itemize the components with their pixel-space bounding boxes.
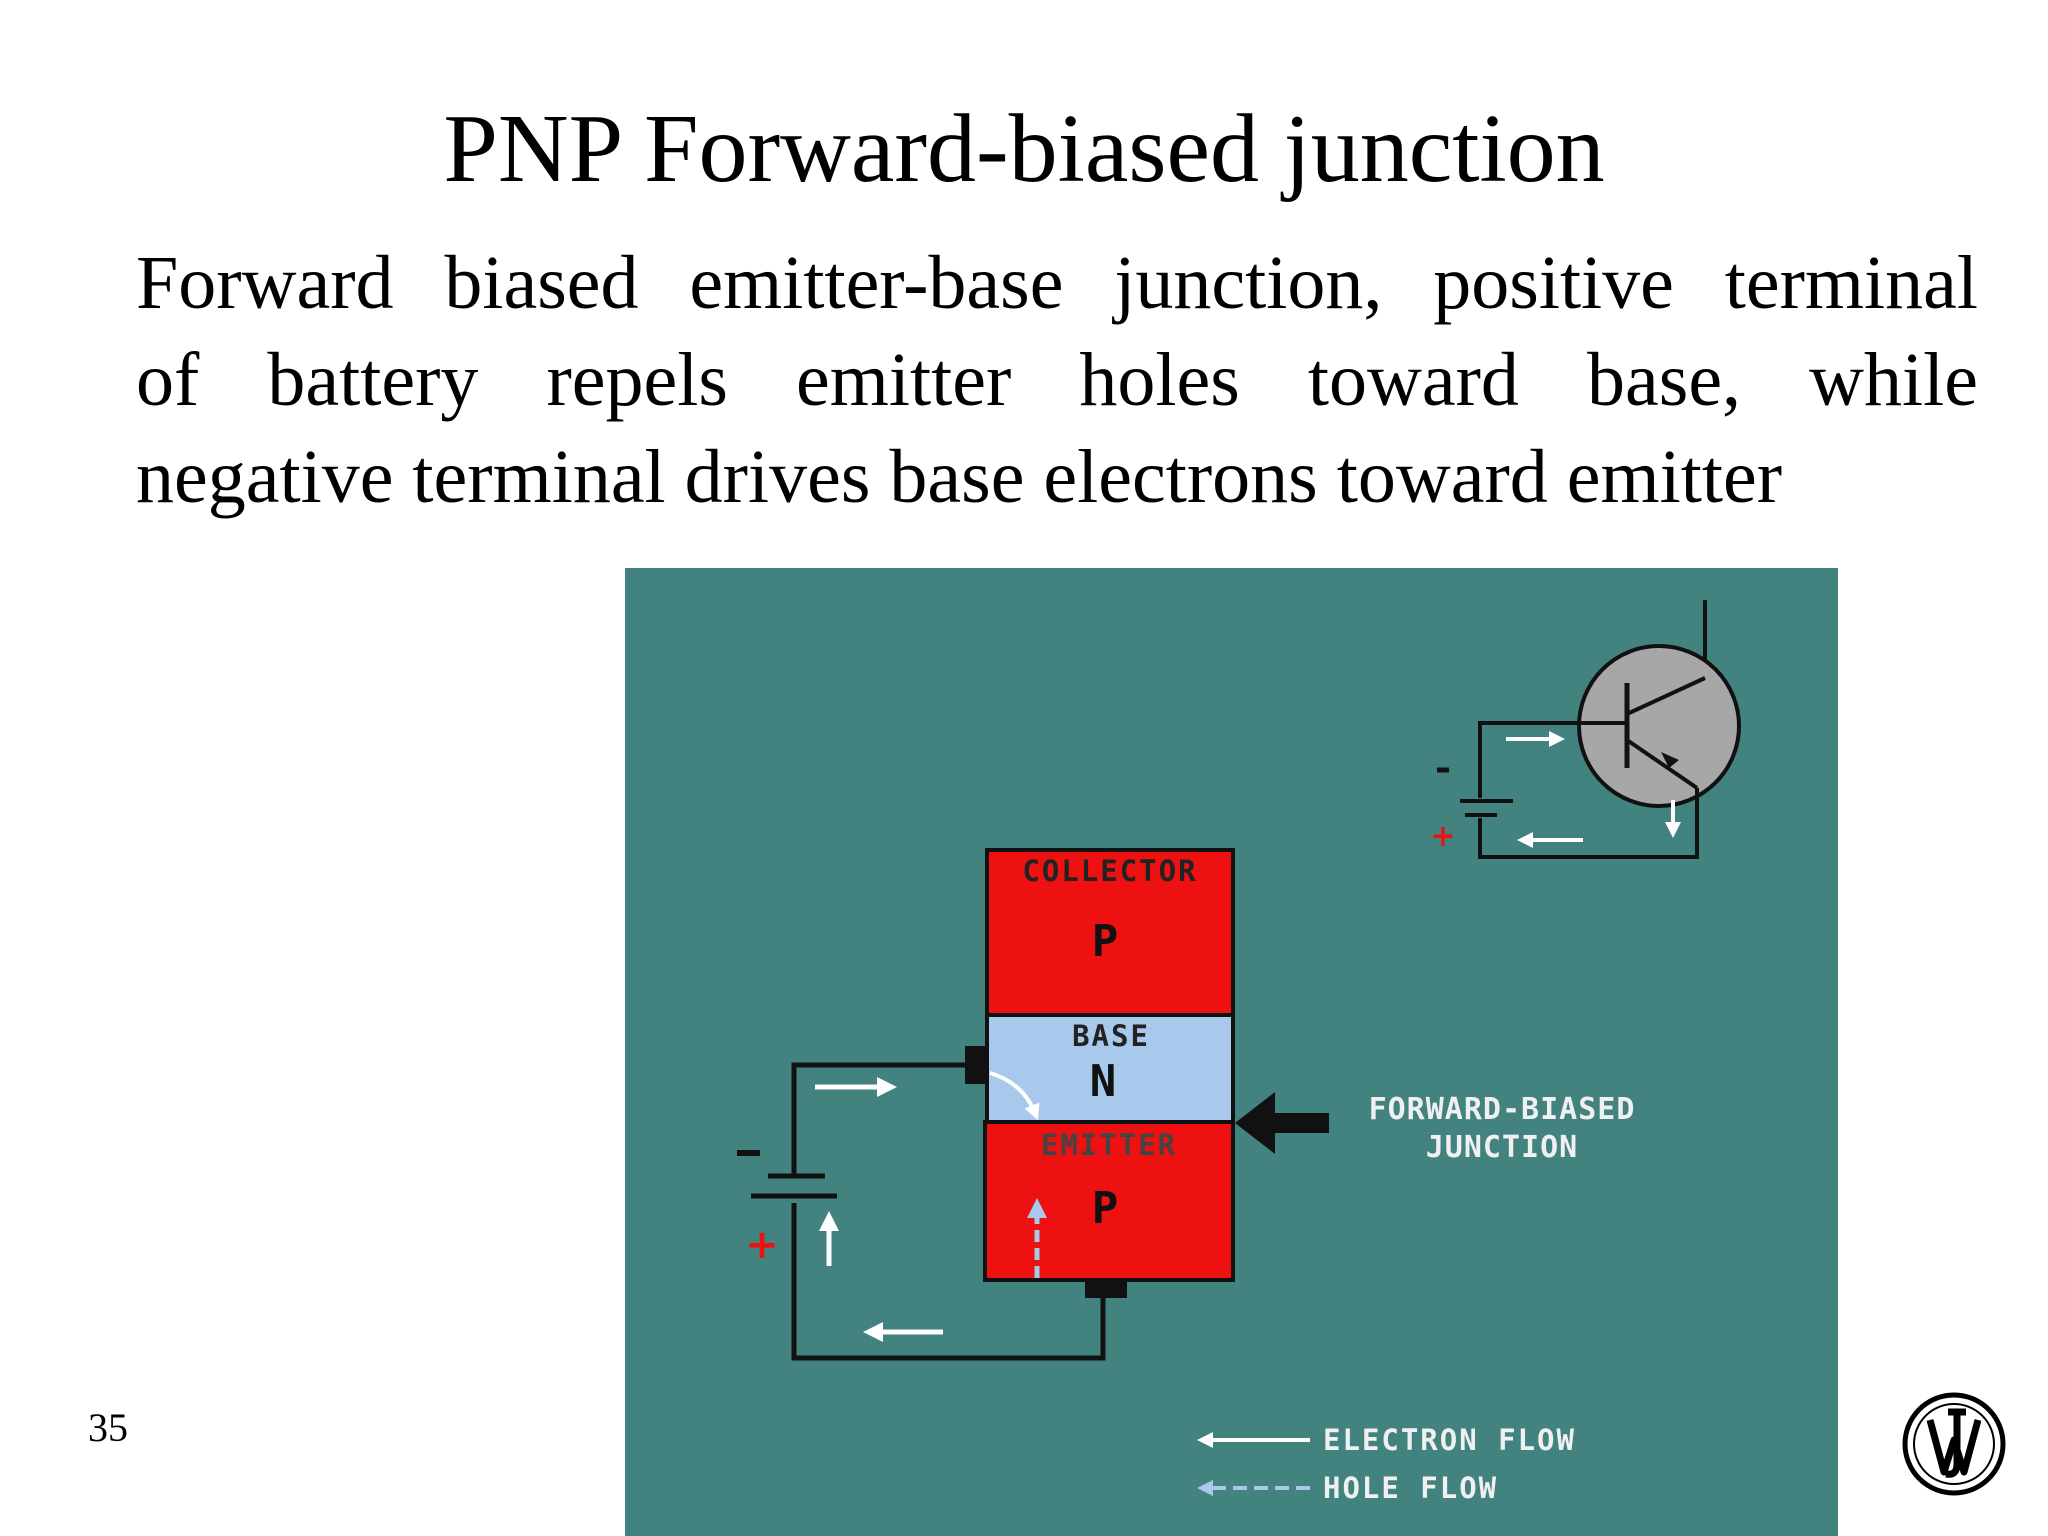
base-wire xyxy=(791,1062,965,1176)
transistor-symbol-circle xyxy=(1577,644,1741,808)
emitter-contact xyxy=(1085,1280,1127,1298)
flow-legend: ELECTRON FLOW HOLE FLOW xyxy=(1197,1423,1576,1505)
pnp-junction-diagram: COLLECTOR P BASE N EMITTER P + xyxy=(625,568,1838,1536)
schematic-plus-sign: + xyxy=(1430,819,1455,854)
legend-hole-flow-label: HOLE FLOW xyxy=(1323,1471,1498,1505)
body-line-1: Forward biased emitter-base junction, po… xyxy=(136,241,1978,325)
publisher-monogram-icon xyxy=(1900,1390,2008,1498)
base-type-label: N xyxy=(1090,1056,1117,1107)
pnp-schematic-symbol: + xyxy=(1430,600,1741,859)
page-number: 35 xyxy=(88,1405,128,1450)
base-contact xyxy=(965,1046,987,1084)
collector-type-label: P xyxy=(1092,916,1119,967)
electron-curve-arrow xyxy=(989,1071,1040,1121)
junction-label-line-2: JUNCTION xyxy=(1426,1130,1579,1165)
bias-circuit xyxy=(791,1062,1106,1361)
slide-title: PNP Forward-biased junction xyxy=(443,95,1605,203)
transistor-regions: COLLECTOR P BASE N EMITTER P xyxy=(983,848,1235,1282)
bias-battery: + xyxy=(737,1150,837,1268)
body-line-2: of battery repels emitter holes toward b… xyxy=(136,338,1978,422)
emitter-label: EMITTER xyxy=(1041,1128,1177,1162)
forward-biased-junction-pointer xyxy=(1235,1092,1329,1154)
body-line-3: negative terminal drives base electrons … xyxy=(136,435,1783,519)
junction-label-line-1: FORWARD-BIASED xyxy=(1369,1092,1636,1127)
slide-body-text: Forward biased emitter-base junction, po… xyxy=(136,235,1978,526)
collector-region xyxy=(985,848,1235,1017)
emitter-region xyxy=(983,1120,1235,1282)
legend-electron-flow-label: ELECTRON FLOW xyxy=(1323,1423,1576,1457)
emitter-wire xyxy=(791,1203,1106,1361)
emitter-type-label: P xyxy=(1092,1183,1119,1234)
battery-plus-sign: + xyxy=(745,1222,779,1268)
collector-label: COLLECTOR xyxy=(1022,854,1197,888)
base-label: BASE xyxy=(1072,1019,1150,1053)
